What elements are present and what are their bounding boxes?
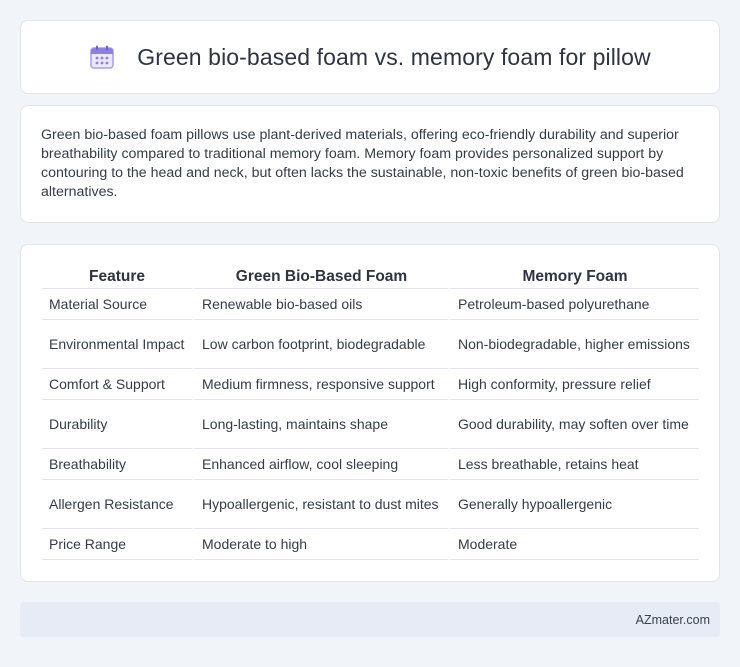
table-row: Durability Long-lasting, maintains shape… — [42, 400, 699, 449]
table-cell: Moderate — [448, 529, 699, 560]
footer-site-link[interactable]: AZmater.com — [635, 612, 710, 627]
calendar-icon — [89, 44, 115, 70]
comparison-table-card: Feature Green Bio-Based Foam Memory Foam… — [20, 244, 720, 582]
table-cell: High conformity, pressure relief — [448, 369, 699, 400]
table-cell: Long-lasting, maintains shape — [192, 400, 448, 449]
summary-card: Green bio-based foam pillows use plant-d… — [20, 105, 720, 223]
table-cell: Durability — [42, 400, 192, 449]
table-cell: Hypoallergenic, resistant to dust mites — [192, 480, 448, 529]
table-row: Comfort & Support Medium firmness, respo… — [42, 369, 699, 400]
table-cell: Price Range — [42, 529, 192, 560]
column-header-green-bio-based-foam: Green Bio-Based Foam — [192, 265, 448, 289]
table-cell: Low carbon footprint, biodegradable — [192, 320, 448, 369]
table-cell: Renewable bio-based oils — [192, 289, 448, 320]
page-title: Green bio-based foam vs. memory foam for… — [137, 43, 651, 70]
table-cell: Non-biodegradable, higher emissions — [448, 320, 699, 369]
table-cell: Breathability — [42, 449, 192, 480]
table-cell: Medium firmness, responsive support — [192, 369, 448, 400]
title-card: Green bio-based foam vs. memory foam for… — [20, 20, 720, 94]
table-cell: Generally hypoallergenic — [448, 480, 699, 529]
table-row: Price Range Moderate to high Moderate — [42, 529, 699, 560]
table-header-row: Feature Green Bio-Based Foam Memory Foam — [42, 265, 699, 289]
summary-text: Green bio-based foam pillows use plant-d… — [41, 127, 684, 200]
comparison-table: Feature Green Bio-Based Foam Memory Foam… — [42, 265, 699, 560]
column-header-memory-foam: Memory Foam — [448, 265, 699, 289]
table-row: Allergen Resistance Hypoallergenic, resi… — [42, 480, 699, 529]
table-cell: Material Source — [42, 289, 192, 320]
table-row: Material Source Renewable bio-based oils… — [42, 289, 699, 320]
table-row: Breathability Enhanced airflow, cool sle… — [42, 449, 699, 480]
column-header-feature: Feature — [42, 265, 192, 289]
table-cell: Comfort & Support — [42, 369, 192, 400]
table-cell: Petroleum-based polyurethane — [448, 289, 699, 320]
table-cell: Allergen Resistance — [42, 480, 192, 529]
footer: AZmater.com — [20, 602, 720, 637]
table-cell: Good durability, may soften over time — [448, 400, 699, 449]
table-cell: Enhanced airflow, cool sleeping — [192, 449, 448, 480]
table-cell: Moderate to high — [192, 529, 448, 560]
table-row: Environmental Impact Low carbon footprin… — [42, 320, 699, 369]
table-cell: Less breathable, retains heat — [448, 449, 699, 480]
table-cell: Environmental Impact — [42, 320, 192, 369]
